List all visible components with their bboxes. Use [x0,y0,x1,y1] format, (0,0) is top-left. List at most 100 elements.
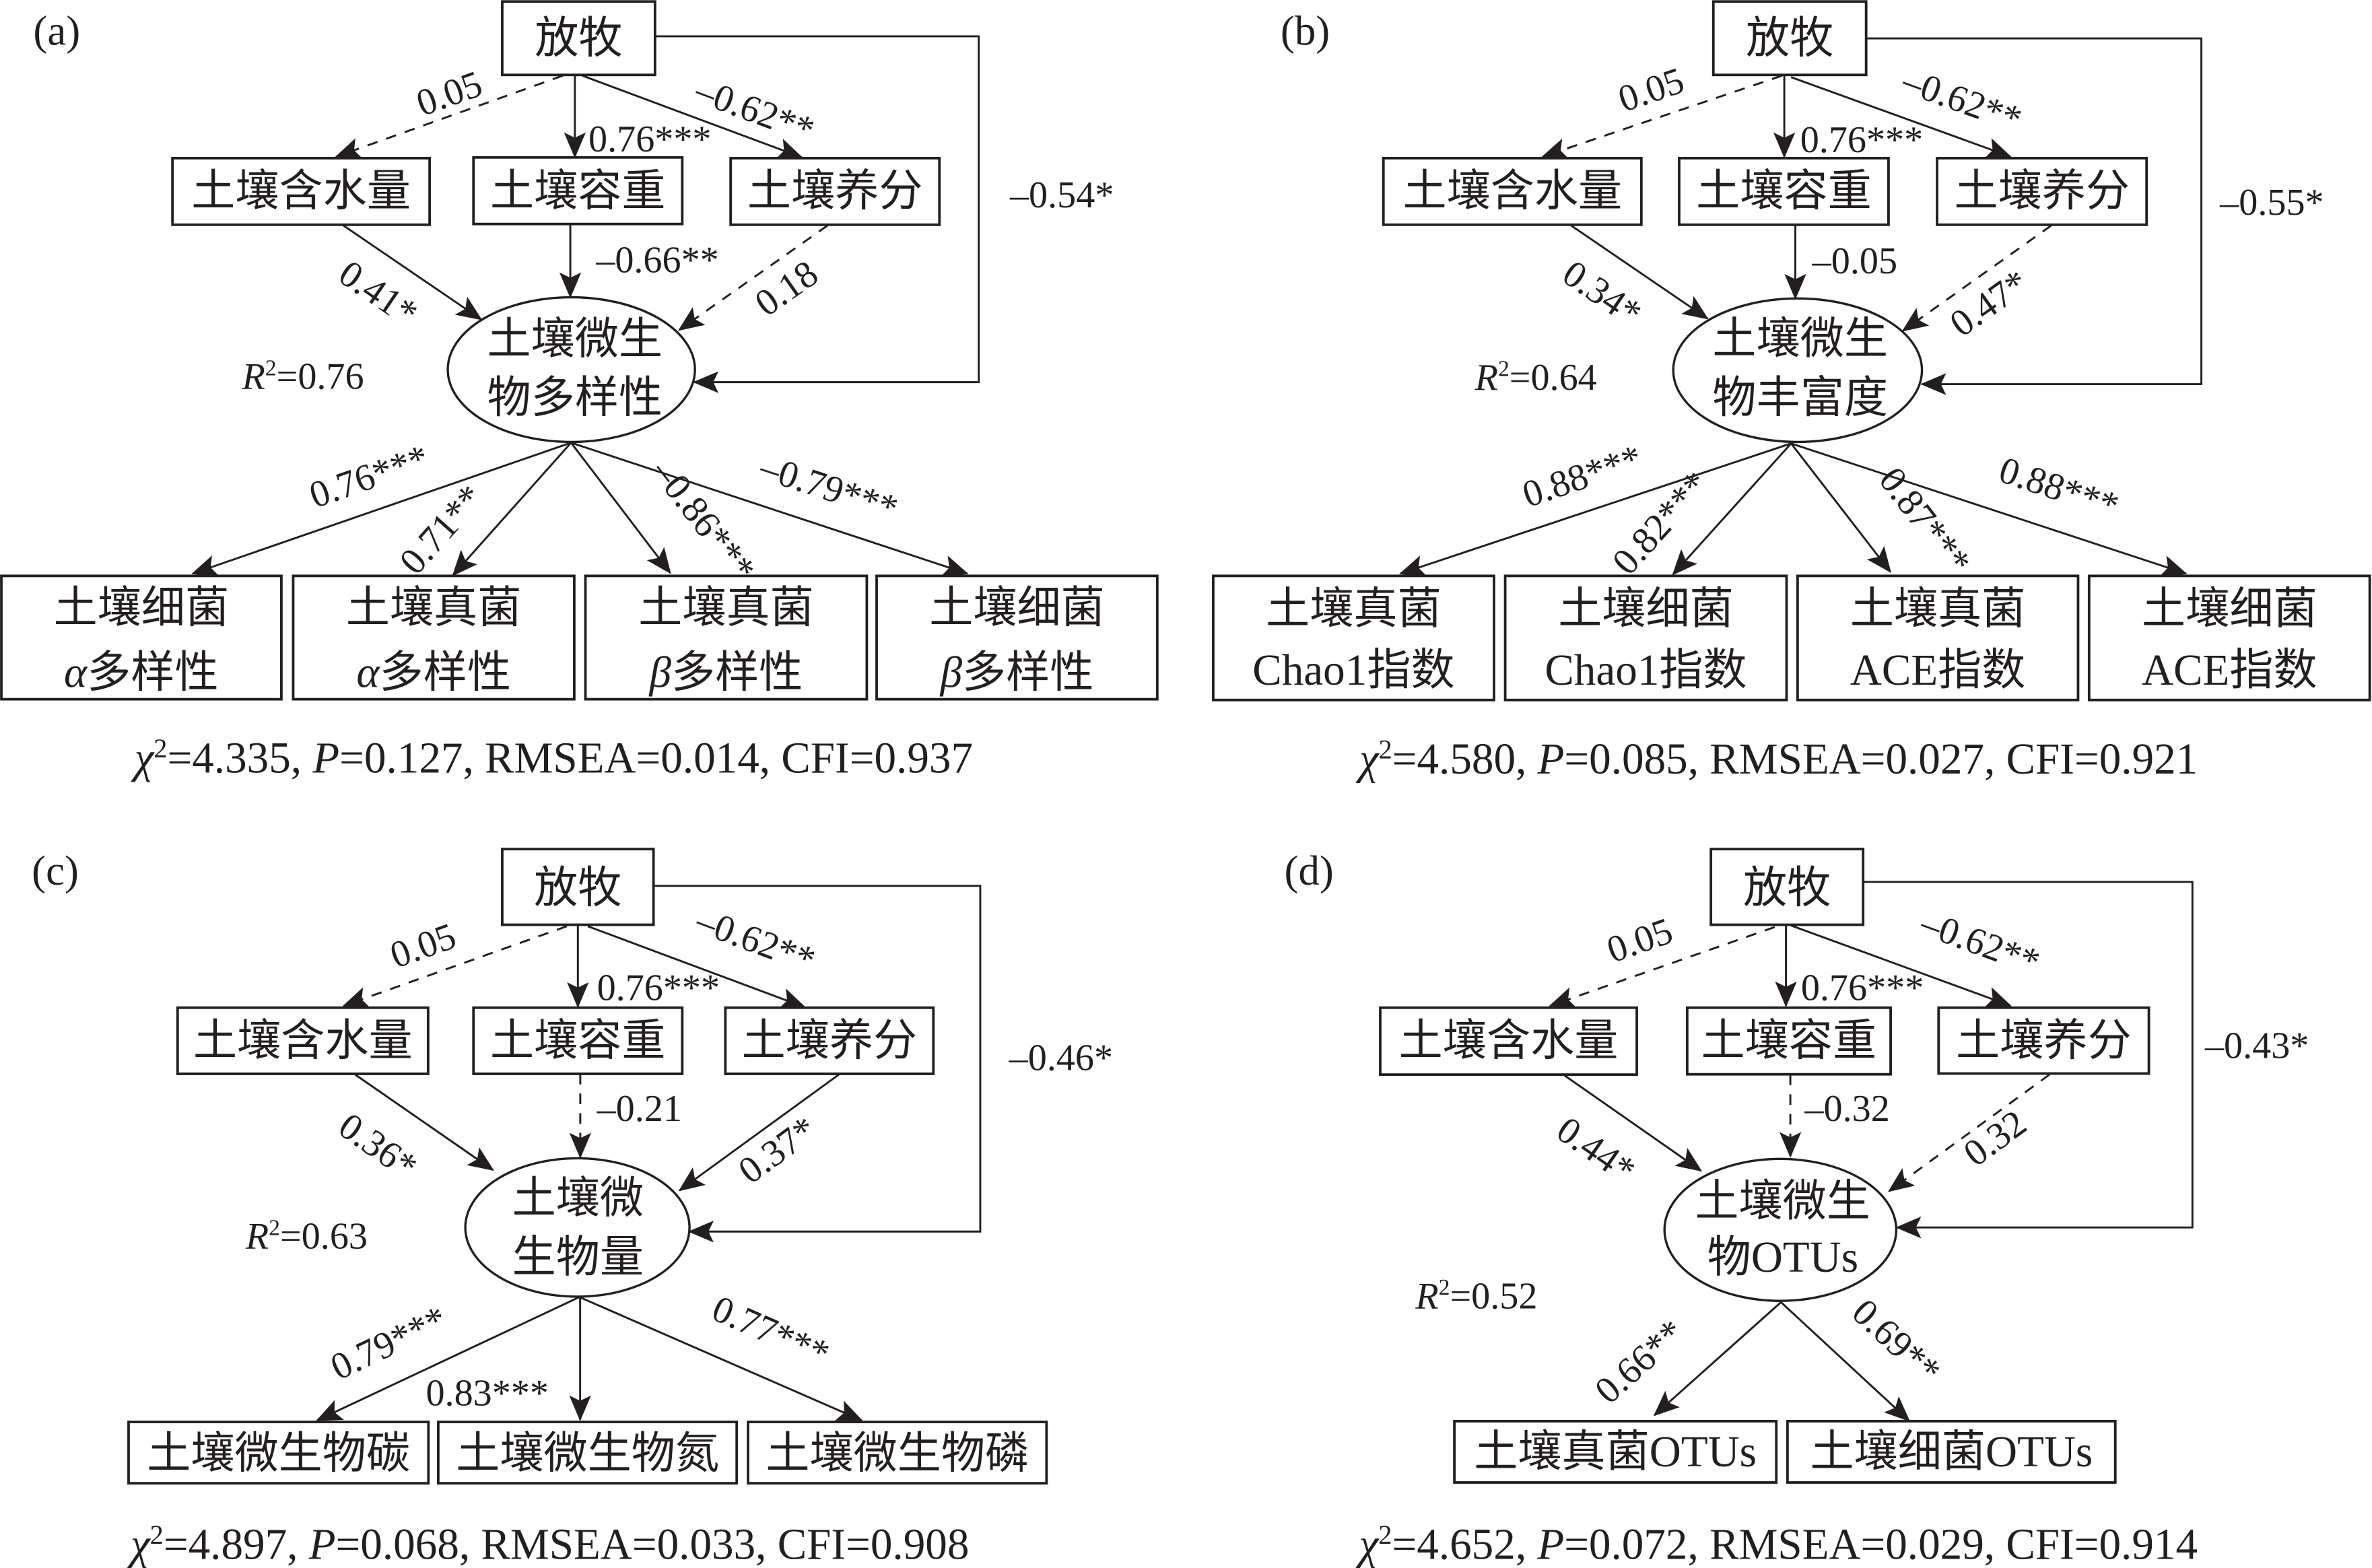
soil-moisture-label: 土壤含水量 [1399,1017,1619,1066]
separator: , [463,735,485,783]
separator: , [1984,735,2006,784]
indicator-label-line1: 土壤真菌 [638,584,814,633]
latent-label-line1: 土壤微 [512,1174,644,1223]
superscript: 2 [265,356,277,381]
soil-moisture-box [176,1006,430,1075]
path-grazing-to-nutrients [1790,76,2012,159]
soil-nutrients-box [1937,1006,2150,1075]
equals: = [636,735,660,783]
bulk-density-box [1685,1006,1892,1076]
p-symbol: P [1536,1520,1564,1568]
soil-nutrients-label: 土壤养分 [1956,1017,2132,1066]
equals: = [846,1520,871,1568]
fit-statistics: χ2=4.580, P=0.085, RMSEA=0.027, CFI=0.92… [1355,734,2198,783]
loading-path [452,442,572,576]
equals: = [277,356,298,398]
r-squared: R2=0.63 [245,1215,368,1257]
indicator-suffix: 多样性 [87,648,218,697]
indicator-box [2087,574,2371,702]
greek-symbol: α [356,648,380,697]
coef-grazing-to-moisture: 0.05 [1602,910,1678,972]
greek-symbol: α [64,648,88,697]
chi2-value: 4.897 [189,1520,287,1568]
soil-moisture-label: 土壤含水量 [1403,167,1623,215]
separator: , [1516,1520,1538,1568]
cfi-value: 0.937 [874,735,973,783]
superscript: 2 [1439,1275,1450,1300]
panel-a: (a) 放牧 土壤含水量 土壤容重 土壤养分 土壤微生 物多样性 土壤细菌 α多… [0,0,1159,783]
indicator-label-line2: α多样性 [64,648,219,697]
rmsea-value: 0.014 [660,735,759,783]
indicator-box [747,1421,1048,1485]
equals: = [336,1520,361,1568]
latent-ellipse [1672,297,1924,444]
panel-b: (b) 放牧 土壤含水量 土壤容重 土壤养分 土壤微生 物丰富度 土壤真菌 Ch… [1212,0,2371,784]
loading-path [1653,1301,1782,1417]
coef-grazing-to-latent: –0.55* [2219,182,2324,224]
indicator-label: 土壤微生物磷 [766,1429,1029,1478]
latent-ellipse [446,296,696,444]
cfi-value: 0.921 [2099,735,2198,784]
indicator-label-line1: 土壤真菌 [346,584,522,633]
soil-moisture-box [171,157,432,226]
path-moisture-to-latent [1569,224,1709,320]
r-symbol: R [245,1216,269,1258]
equals: = [280,1216,302,1258]
coef-bulk-density-to-latent: –0.32 [1804,1088,1889,1130]
chi2-value: 4.652 [1417,1520,1516,1568]
equals: = [1861,735,1886,784]
path-grazing-to-nutrients [582,75,803,160]
separator: , [291,735,313,783]
equals: = [1510,357,1531,399]
path-grazing-to-moisture [342,925,568,1009]
indicator-box [875,574,1159,701]
coef-moisture-to-latent: 0.41* [331,252,425,335]
loading-path [316,1296,580,1421]
path-grazing-to-latent [654,35,980,393]
indicator-label-line2: ACE指数 [1850,646,2026,695]
indicator-suffix: 多样性 [380,648,511,697]
indicator-box [584,574,869,701]
equals: = [1392,1520,1417,1568]
coef-grazing-to-bulk-density: 0.76*** [588,118,712,160]
loading-path [578,1296,863,1421]
bulk-density-label: 土壤容重 [1701,1017,1877,1066]
loading-coef: 0.88*** [1994,449,2124,527]
panel-label: (a) [33,7,80,54]
soil-nutrients-label: 土壤养分 [742,1017,918,1066]
grazing-box [501,848,655,926]
panel-c: (c) 放牧 土壤含水量 土壤容重 土壤养分 土壤微 生物量 土壤微生物碳 土壤… [32,847,1113,1568]
p-symbol: P [308,1520,336,1568]
latent-label-line1: 土壤微生 [1712,315,1888,364]
indicator-box [1796,574,2080,702]
indicator-label-line2: ACE指数 [2142,646,2317,695]
path-grazing-to-moisture [1541,75,1783,160]
indicator-box [127,1421,430,1485]
indicator-box [1503,574,1788,702]
indicator-box [436,1421,739,1485]
path-nutrients-to-latent [678,1073,840,1192]
bulk-density-box [472,1006,684,1075]
r-symbol: R [1475,357,1498,399]
equals: = [1564,735,1589,784]
rmsea-label: RMSEA [485,735,636,783]
chi-symbol: χ [127,1520,151,1568]
chi2-value: 4.580 [1417,735,1516,784]
soil-moisture-box [1382,157,1643,226]
grazing-box [501,0,656,77]
loading-coef: 0.71** [392,477,492,583]
separator: , [1516,735,1538,784]
path-nutrients-to-latent [677,224,828,331]
indicator-label-line1: 土壤细菌 [1558,585,1734,634]
indicator-box [0,574,283,701]
panel-d: (d) 放牧 土壤含水量 土壤容重 土壤养分 土壤微生 物OTUs 土壤真菌OT… [1285,847,2309,1568]
loading-path [1672,442,1792,576]
fit-statistics: χ2=4.335, P=0.127, RMSEA=0.014, CFI=0.93… [131,733,973,782]
indicator-label-line2: Chao1指数 [1545,646,1747,695]
latent-label-line2: 生物量 [512,1233,644,1282]
coef-grazing-to-latent: –0.54* [1009,174,1114,216]
equals: = [850,735,875,783]
equals: = [1564,1520,1589,1568]
bulk-density-box [472,156,684,226]
